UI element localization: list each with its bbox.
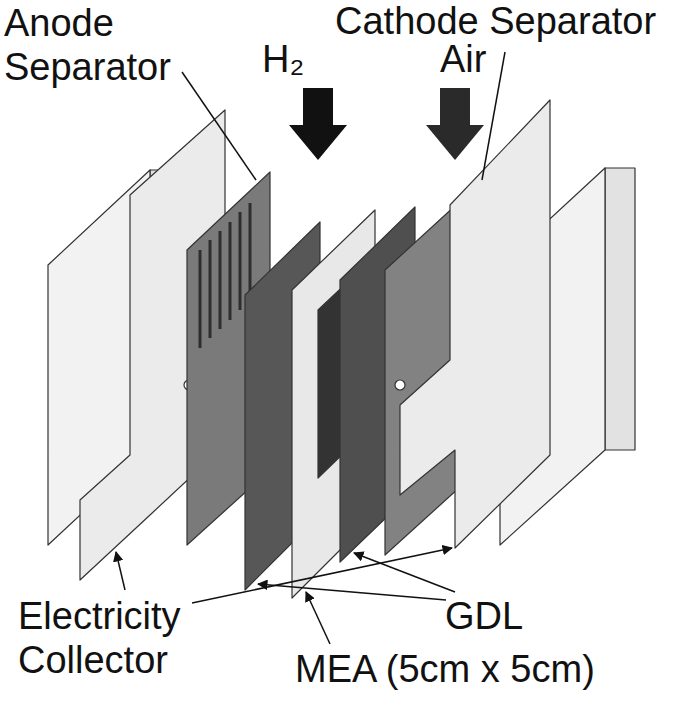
- part-label: Air: [440, 38, 486, 82]
- plate-hole: [395, 380, 405, 390]
- flow-channels: [200, 203, 250, 348]
- leader-line: [116, 552, 125, 590]
- hydrogen-arrow: [289, 88, 347, 160]
- leader-line: [182, 72, 256, 180]
- part-label: Anode Separator: [4, 2, 204, 89]
- part-label: GDL: [445, 595, 523, 639]
- leader-line: [354, 553, 455, 592]
- leader-line: [306, 592, 330, 644]
- part-label: MEA (5cm x 5cm): [295, 648, 595, 692]
- part-label: Electricity Collector: [18, 595, 218, 682]
- collector-plate: [400, 100, 550, 548]
- leader-line: [258, 584, 446, 600]
- air-arrow: [426, 88, 484, 160]
- part-label: Cathode Separator: [335, 0, 656, 44]
- end-plate-edge: [605, 168, 635, 450]
- part-label: H₂: [262, 38, 304, 82]
